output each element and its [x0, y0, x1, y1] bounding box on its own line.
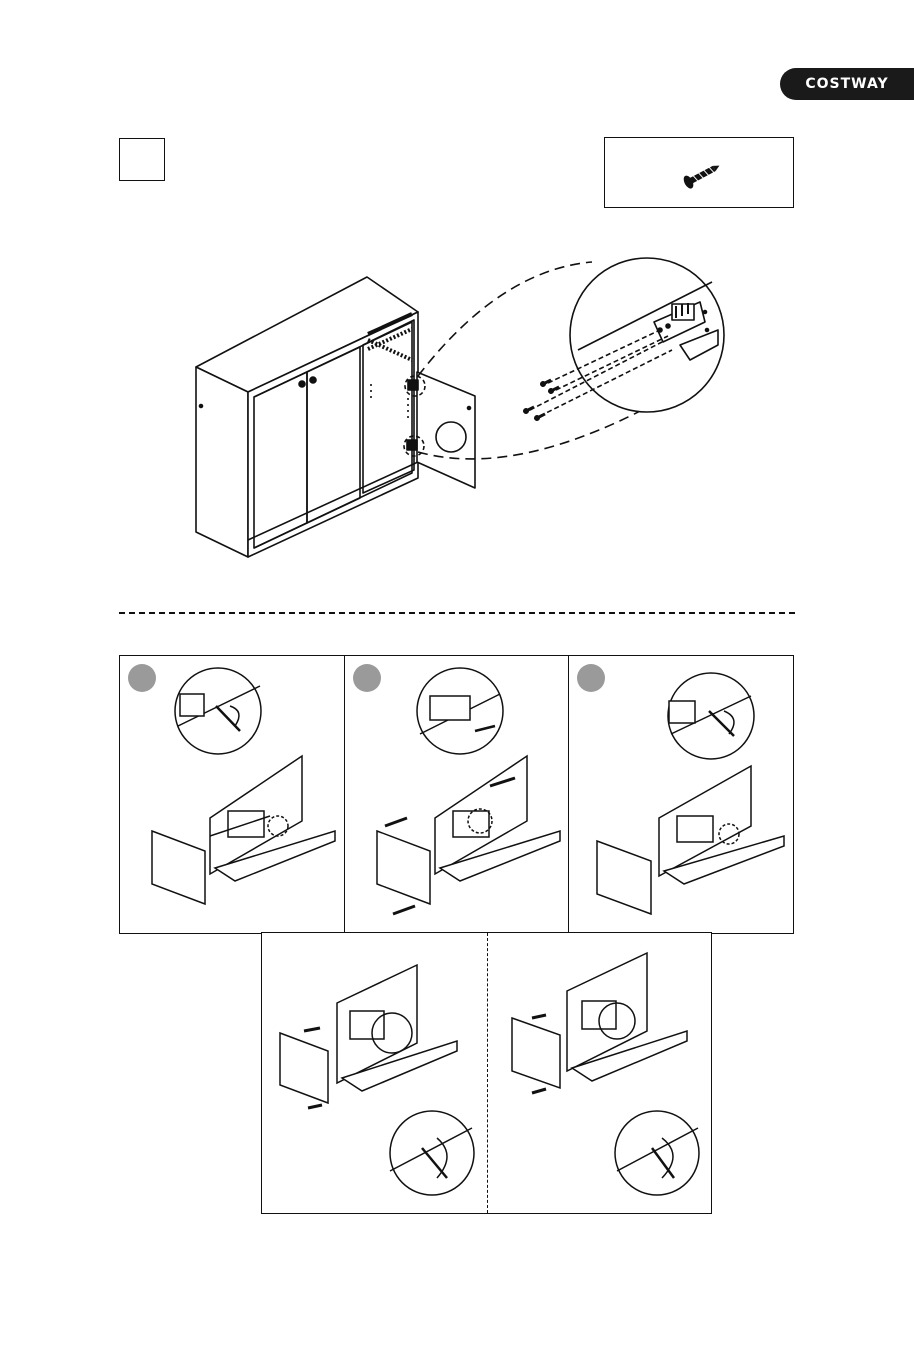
section-divider — [119, 612, 795, 614]
adjust-panel-2 — [344, 655, 570, 934]
step-marker-3 — [577, 664, 605, 692]
hinge-adjust-illustration — [120, 656, 346, 935]
hinge-tilt-illustration — [262, 933, 713, 1215]
hinge-adjust-illustration — [345, 656, 571, 935]
adjust-panel-bottom — [261, 932, 712, 1214]
hinge-adjust-illustration — [569, 656, 795, 935]
adjust-panel-1 — [119, 655, 345, 934]
step-marker-2 — [353, 664, 381, 692]
cabinet-illustration — [0, 0, 914, 610]
step-marker-1 — [128, 664, 156, 692]
adjust-panel-3 — [568, 655, 794, 934]
